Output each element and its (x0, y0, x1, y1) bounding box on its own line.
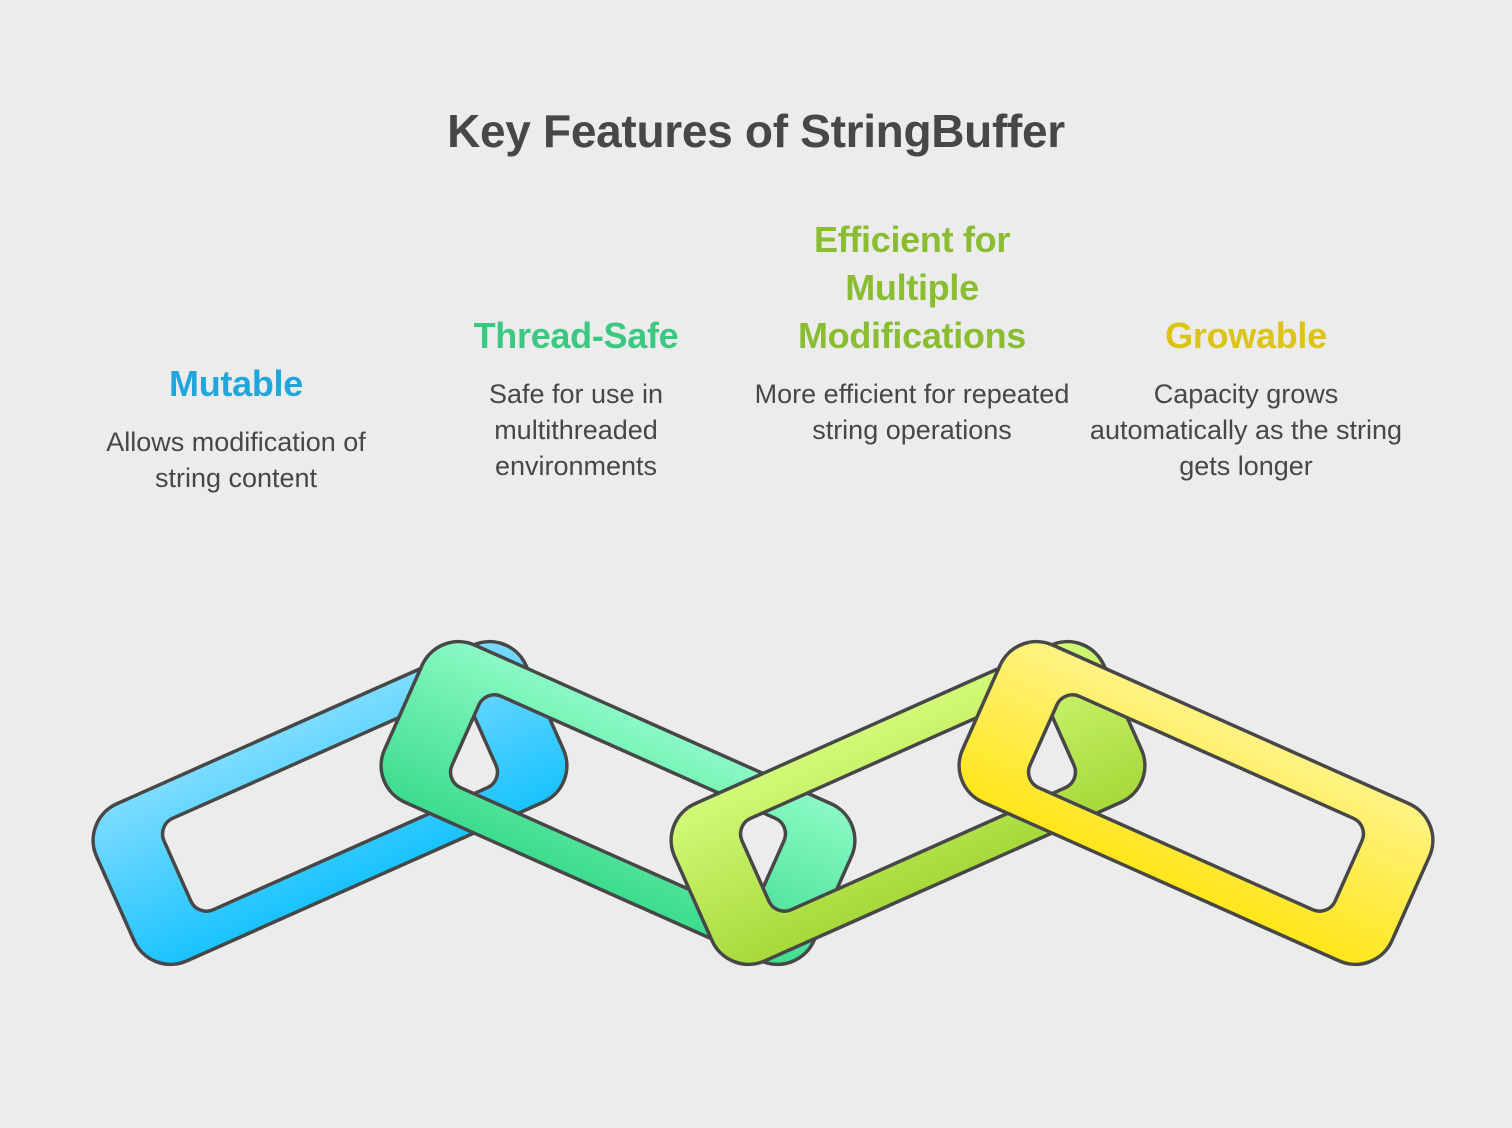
feature-description: Capacity grows automatically as the stri… (1089, 379, 1403, 481)
feature-heading: Thread-Safe (473, 315, 679, 356)
feature-heading: Efficient for Multiple Modifications (797, 219, 1027, 356)
diagram-title: Key Features of StringBuffer (447, 105, 1065, 157)
chain-link-growable (957, 639, 1435, 967)
feature-description: More efficient for repeated string opera… (754, 379, 1070, 445)
feature-heading: Growable (1165, 315, 1327, 356)
feature-description: Allows modification of string content (106, 427, 366, 493)
feature-growable: Growable Capacity grows automatically as… (1086, 312, 1406, 484)
feature-thread-safe: Thread-Safe Safe for use in multithreade… (416, 312, 736, 484)
feature-heading: Mutable (169, 363, 303, 404)
feature-efficient: Efficient for Multiple Modifications Mor… (752, 216, 1072, 448)
feature-mutable: Mutable Allows modification of string co… (76, 360, 396, 496)
feature-description: Safe for use in multithreaded environmen… (488, 379, 664, 481)
